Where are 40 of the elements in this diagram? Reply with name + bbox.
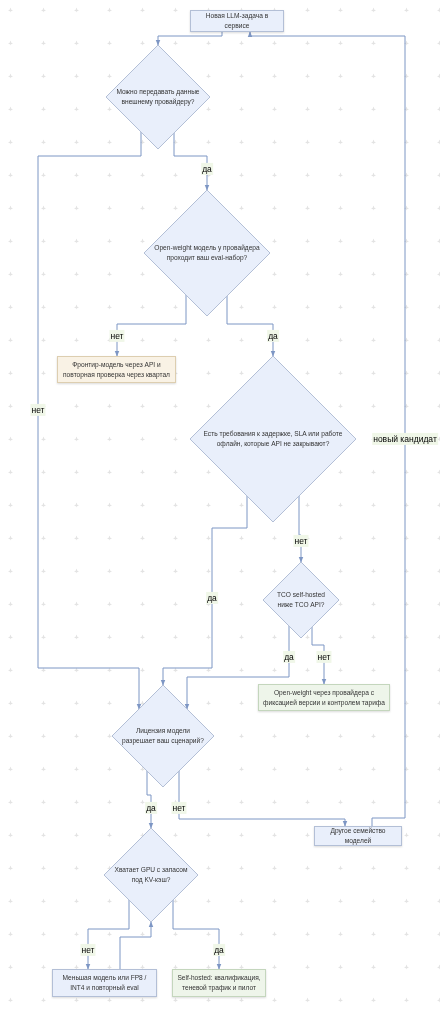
decision-diamond — [144, 190, 270, 316]
edge-label: нет — [30, 403, 46, 417]
edge-label: да — [283, 650, 295, 664]
arrow — [247, 31, 406, 827]
edge-label: нет — [171, 801, 187, 815]
decision-diamond — [106, 45, 210, 149]
edge-label: нет — [293, 534, 309, 548]
edge-label: да — [267, 329, 279, 343]
edge-label: да — [145, 801, 157, 815]
edge-label: да — [213, 943, 225, 957]
arrow — [114, 294, 187, 357]
decision-diamond — [263, 562, 339, 638]
edge-label: новый кандидат — [372, 432, 438, 446]
edge-label: нет — [80, 943, 96, 957]
decision-diamond — [104, 828, 198, 922]
arrow — [85, 899, 130, 970]
decision-diamond — [112, 685, 214, 787]
process-box — [314, 826, 402, 846]
decision-diamond — [190, 356, 356, 522]
edge-label: нет — [109, 329, 125, 343]
arrow — [172, 899, 222, 970]
arrow — [298, 495, 304, 563]
process-box — [190, 10, 284, 32]
arrow — [146, 770, 154, 829]
process-box — [57, 356, 176, 383]
edge-label: да — [206, 591, 218, 605]
arrow — [37, 131, 142, 710]
arrow — [184, 625, 290, 710]
arrow — [155, 31, 223, 46]
arrow — [311, 626, 327, 685]
process-box — [172, 969, 266, 997]
arrow — [119, 921, 154, 970]
arrow — [173, 132, 210, 191]
arrow — [226, 295, 276, 357]
process-box — [52, 969, 157, 997]
edge-label: да — [201, 162, 213, 176]
edge-label: нет — [316, 650, 332, 664]
arrow — [178, 770, 348, 827]
arrow — [160, 495, 248, 686]
process-box — [258, 684, 390, 711]
